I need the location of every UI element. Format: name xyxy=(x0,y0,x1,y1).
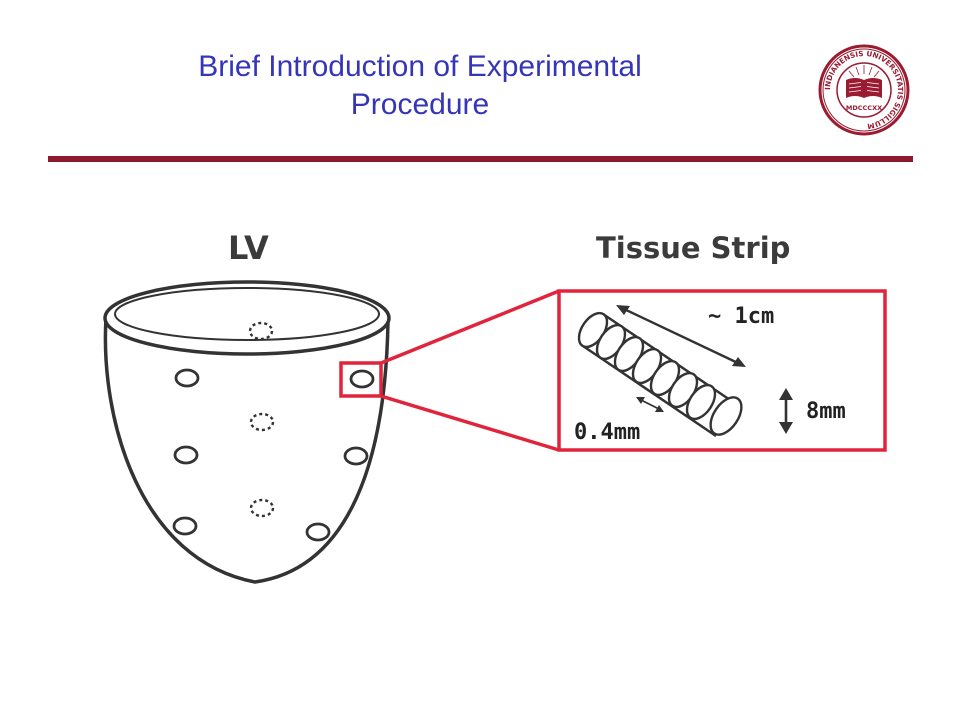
sampling-site xyxy=(349,369,375,389)
length-arrow xyxy=(616,305,746,367)
sampling-sites xyxy=(172,368,375,542)
left-ventricle-drawing xyxy=(103,280,391,584)
sampling-site xyxy=(173,445,199,465)
diameter-label: 8mm xyxy=(806,399,846,424)
sampling-site xyxy=(172,516,198,536)
lv-label: LV xyxy=(228,229,269,267)
title-divider xyxy=(48,156,913,162)
thickness-label: 0.4mm xyxy=(574,420,640,445)
tissue-strip-drawing xyxy=(577,311,743,438)
tissue-strip-label: Tissue Strip xyxy=(596,231,790,265)
seal-year: MDCCCXX xyxy=(846,104,882,112)
sampling-site xyxy=(305,522,331,542)
slide-title-line-2: Procedure xyxy=(350,88,490,121)
diameter-arrow xyxy=(779,388,793,434)
university-seal-logo: INDIANENSIS UNIVERSITATIS SIGILLUM MDCCC… xyxy=(818,44,910,136)
slide-title: Brief Introduction of Experimental Proce… xyxy=(120,48,720,124)
hidden-sampling-sites xyxy=(248,321,275,518)
hidden-sampling-site xyxy=(248,321,274,341)
zoom-callout xyxy=(339,289,887,452)
selected-site-box xyxy=(339,361,383,398)
hidden-sampling-site xyxy=(249,498,275,518)
sampling-site xyxy=(343,446,369,466)
thickness-arrow xyxy=(636,397,664,412)
book-icon xyxy=(846,65,882,98)
tissue-strip-box xyxy=(557,289,887,452)
length-label: ~ 1cm xyxy=(708,304,774,329)
hidden-sampling-site xyxy=(249,412,275,432)
slide-title-line-1: Brief Introduction of Experimental xyxy=(198,50,642,83)
sampling-site xyxy=(174,368,200,388)
